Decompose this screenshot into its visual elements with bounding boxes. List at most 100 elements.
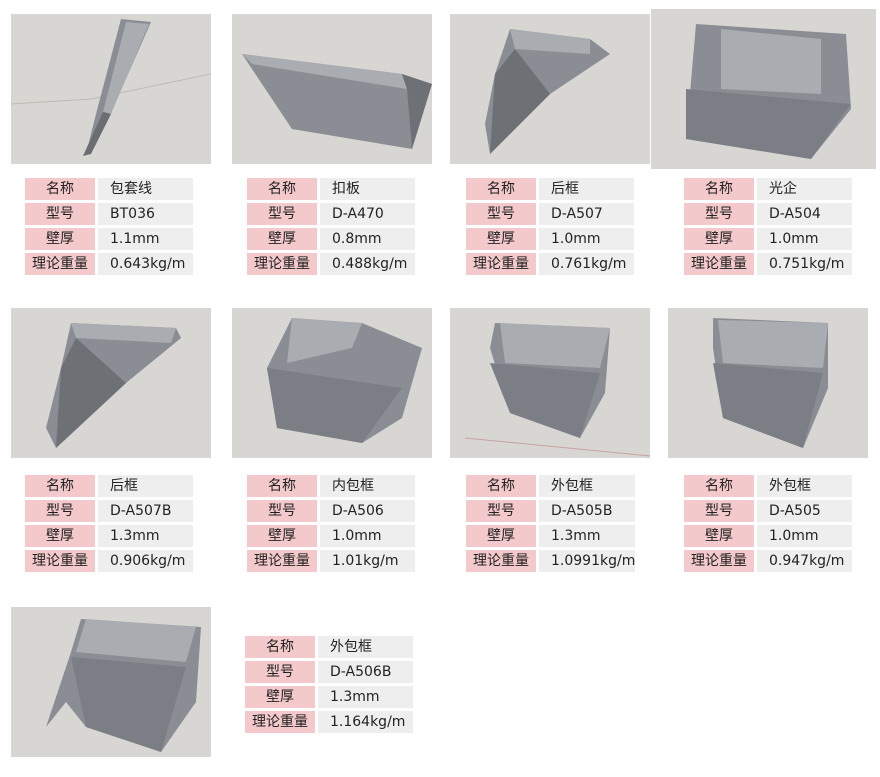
label-model: 型号 [245,661,315,683]
label-thickness: 壁厚 [25,525,95,547]
value-model: D-A507B [95,500,193,522]
spec-row-name: 名称外包框 [466,475,636,497]
spec-row-name: 名称包套线 [25,178,193,200]
label-thickness: 壁厚 [684,228,754,250]
value-model: BT036 [95,203,193,225]
value-weight: 0.751kg/m [754,253,852,275]
value-name: 外包框 [315,636,413,658]
label-name: 名称 [247,475,317,497]
label-weight: 理论重量 [466,550,536,572]
value-weight: 0.906kg/m [95,550,193,572]
label-name: 名称 [684,475,754,497]
product-image-d-a506 [232,308,432,458]
product-image-d-a505 [668,308,868,458]
value-name: 扣板 [317,178,415,200]
value-name: 光企 [754,178,852,200]
value-name: 外包框 [536,475,636,497]
value-model: D-A507 [536,203,634,225]
label-model: 型号 [684,500,754,522]
product-image-d-a506b [11,607,211,757]
label-model: 型号 [247,500,317,522]
spec-row-name: 名称后框 [25,475,193,497]
value-model: D-A506 [317,500,415,522]
value-weight: 0.947kg/m [754,550,852,572]
value-weight: 1.01kg/m [317,550,415,572]
spec-row-name: 名称外包框 [245,636,413,658]
value-thickness: 1.1mm [95,228,193,250]
label-thickness: 壁厚 [247,525,317,547]
value-thickness: 1.0mm [536,228,634,250]
value-name: 外包框 [754,475,852,497]
label-weight: 理论重量 [25,253,95,275]
product-image-d-a507 [450,14,650,164]
value-thickness: 1.3mm [315,686,413,708]
value-thickness: 1.3mm [95,525,193,547]
label-name: 名称 [25,475,95,497]
label-model: 型号 [247,203,317,225]
value-weight: 1.164kg/m [315,711,413,733]
spec-row-name: 名称后框 [466,178,634,200]
label-weight: 理论重量 [247,550,317,572]
label-model: 型号 [466,203,536,225]
spec-row-name: 名称内包框 [247,475,415,497]
label-name: 名称 [466,475,536,497]
value-thickness: 0.8mm [317,228,415,250]
value-name: 内包框 [317,475,415,497]
label-name: 名称 [247,178,317,200]
label-model: 型号 [684,203,754,225]
label-weight: 理论重量 [245,711,315,733]
spec-row-name: 名称光企 [684,178,852,200]
label-weight: 理论重量 [684,550,754,572]
product-image-d-a504 [651,9,876,169]
value-weight: 0.761kg/m [536,253,634,275]
label-weight: 理论重量 [684,253,754,275]
value-weight: 0.643kg/m [95,253,193,275]
label-name: 名称 [684,178,754,200]
product-image-d-a507b [11,308,211,458]
label-thickness: 壁厚 [247,228,317,250]
label-weight: 理论重量 [247,253,317,275]
label-thickness: 壁厚 [25,228,95,250]
label-weight: 理论重量 [25,550,95,572]
label-thickness: 壁厚 [245,686,315,708]
product-image-d-a505b [450,308,650,458]
value-name: 包套线 [95,178,193,200]
label-name: 名称 [25,178,95,200]
value-model: D-A504 [754,203,852,225]
label-weight: 理论重量 [466,253,536,275]
value-name: 后框 [95,475,193,497]
value-weight: 0.488kg/m [317,253,415,275]
value-thickness: 1.3mm [536,525,636,547]
product-image-d-a470 [232,14,432,164]
label-thickness: 壁厚 [684,525,754,547]
value-thickness: 1.0mm [754,228,852,250]
label-thickness: 壁厚 [466,228,536,250]
